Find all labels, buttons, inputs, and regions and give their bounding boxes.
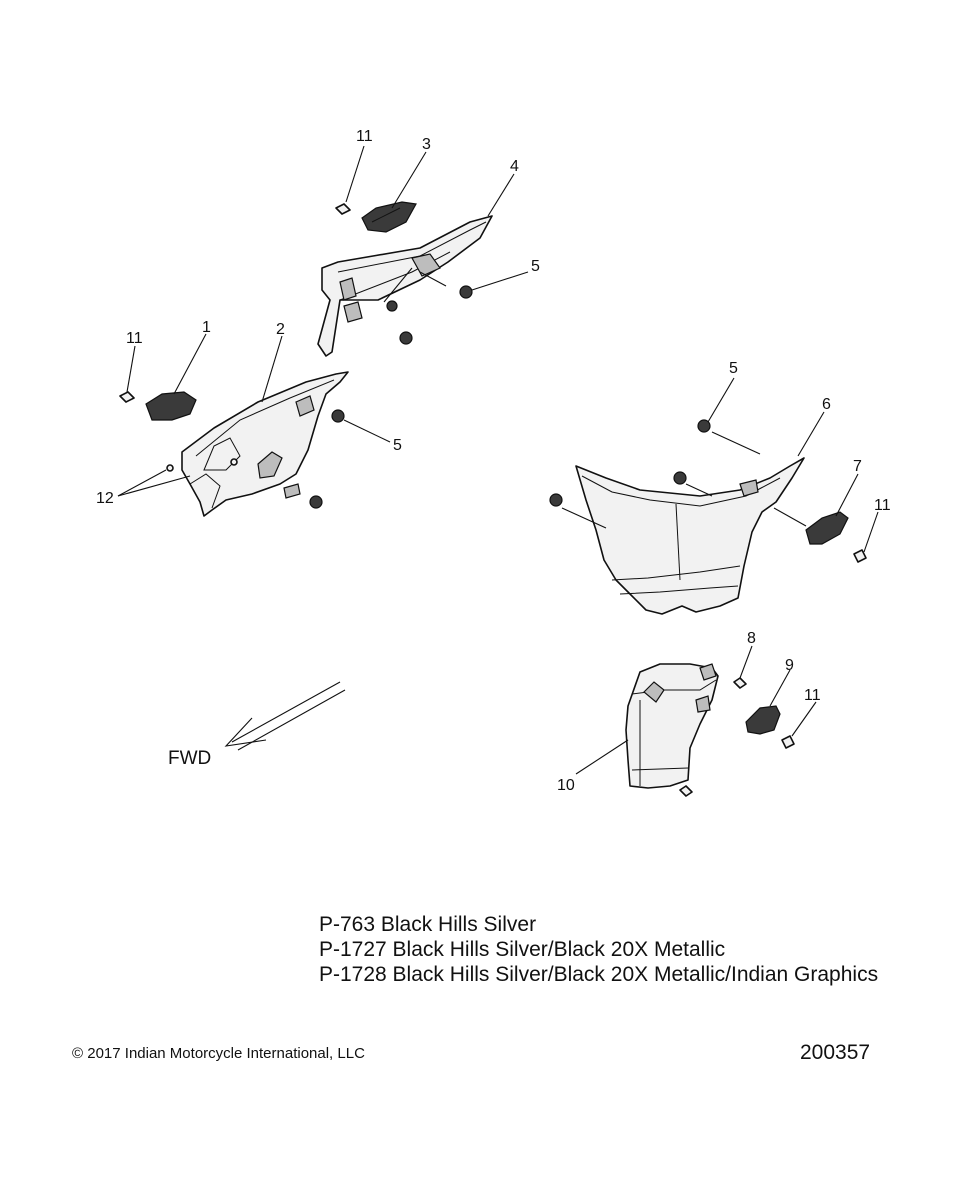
callout-6: 6 [822,396,831,413]
variant-line: P-1727 Black Hills Silver/Black 20X Meta… [319,938,726,961]
color-variant-list: P-763 Black Hills Silver P-1727 Black Hi… [319,912,878,987]
callout-5: 5 [531,258,540,275]
variant-line: P-1728 Black Hills Silver/Black 20X Meta… [319,963,879,986]
callout-11: 11 [356,128,373,145]
part-1-badge [145,391,197,421]
part-9-badge [745,705,781,735]
part-6-right-side-cover [575,457,805,615]
callout-1: 1 [202,319,211,336]
callout-11: 11 [874,497,891,514]
part-2-left-side-cover [181,371,349,517]
callout-10: 10 [557,777,575,794]
variant-line: P-763 Black Hills Silver [319,913,537,936]
part-10-lower-cover [625,663,719,789]
callout-7: 7 [853,458,862,475]
copyright-symbol: © [72,1045,84,1062]
callout-4: 4 [510,158,519,175]
fwd-label: FWD [168,748,211,769]
callout-8: 8 [747,630,756,647]
document-number: 200357 [800,1041,871,1064]
callout-11: 11 [804,687,821,704]
callout-5: 5 [729,360,738,377]
callout-11: 11 [126,330,143,347]
leader-lines [117,145,879,775]
callout-9: 9 [785,657,794,674]
hardware [119,203,867,797]
callout-3: 3 [422,136,431,153]
callout-12: 12 [96,490,114,507]
part-4-upper-side-cover [317,215,493,357]
forward-direction-arrow: FWD [168,681,346,769]
callout-5: 5 [393,437,402,454]
part-3-badge [361,201,417,233]
callout-2: 2 [276,321,285,338]
copyright-notice: © 2017 Indian Motorcycle International, … [72,1045,365,1062]
part-7-badge [805,511,849,545]
callout-numbers: 11 3 4 5 1 11 2 5 12 5 6 7 11 8 9 11 10 [96,128,891,794]
copyright-text: 2017 Indian Motorcycle International, LL… [87,1045,365,1062]
